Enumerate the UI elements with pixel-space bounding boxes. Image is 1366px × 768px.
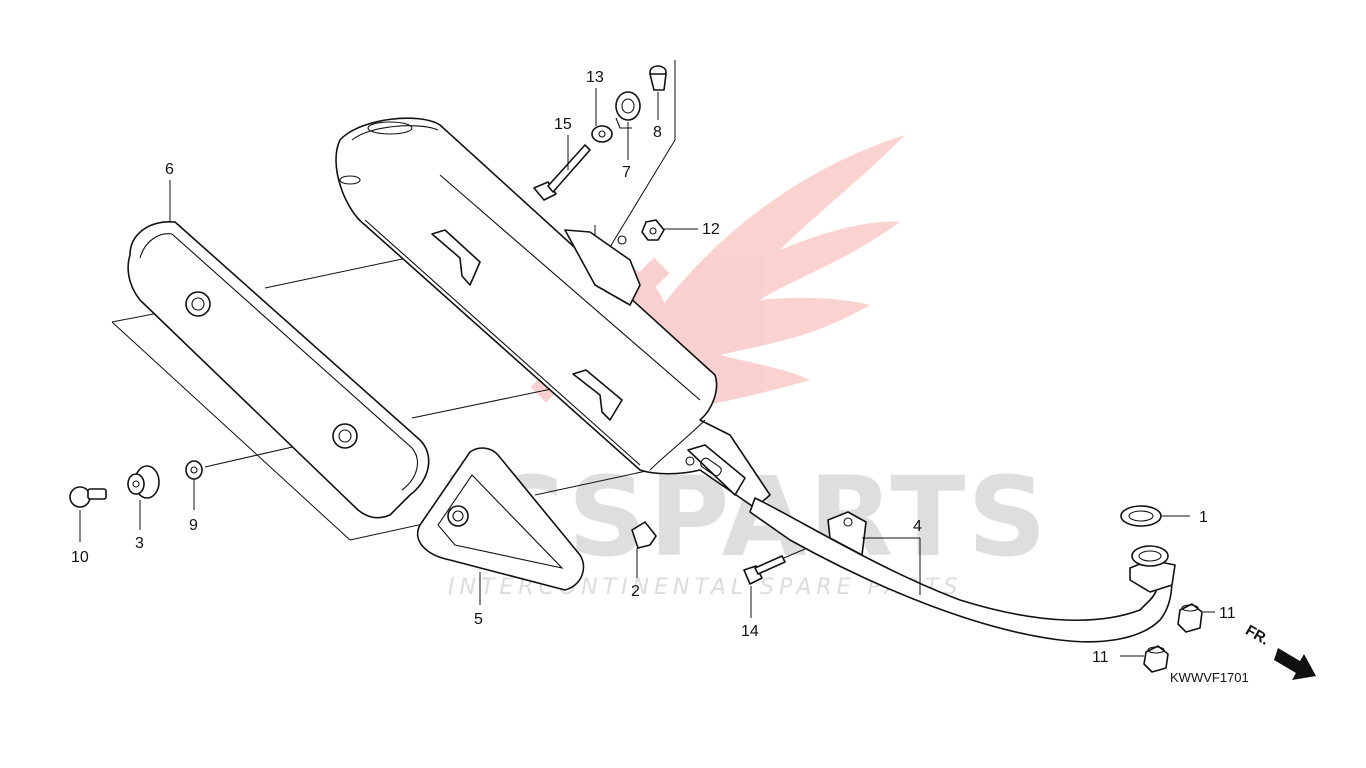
end-cover [416, 447, 585, 591]
bolt-14 [743, 555, 786, 585]
callout-5: 5 [474, 611, 483, 628]
leader-lines [79, 88, 1215, 657]
front-direction-indicator: FR. [1243, 622, 1316, 680]
bolt-15 [533, 144, 591, 201]
arrow-right-icon [1274, 648, 1316, 680]
callout-3: 3 [135, 535, 144, 552]
callout-1: 1 [1199, 509, 1208, 526]
diagram-code: KWWVF1701 [1170, 670, 1249, 685]
callout-labels: 6 10 3 9 2 5 14 4 1 11 11 15 13 7 8 12 [71, 69, 1236, 666]
nut-11-lower [1143, 645, 1169, 673]
grommet-3 [127, 465, 160, 499]
collar-9 [185, 460, 203, 480]
callout-8: 8 [653, 124, 662, 141]
callout-7: 7 [622, 164, 631, 181]
muffler-body [335, 117, 771, 509]
callout-12: 12 [702, 221, 720, 238]
callout-13: 13 [586, 69, 604, 86]
exhaust-pipe [749, 497, 1176, 643]
callout-15: 15 [554, 116, 572, 133]
heat-shield-main [127, 221, 430, 519]
direction-label: FR. [1243, 622, 1272, 649]
collar-8 [649, 65, 667, 91]
callout-14: 14 [741, 623, 759, 640]
callout-2: 2 [631, 583, 640, 600]
callout-9: 9 [189, 517, 198, 534]
bolt-10 [69, 486, 107, 508]
nut-12 [641, 219, 665, 241]
nut-11-upper [1177, 603, 1203, 633]
callout-11-upper: 11 [1219, 605, 1236, 622]
gasket-1 [1120, 505, 1162, 527]
callout-10: 10 [71, 549, 89, 566]
damper-7 [615, 91, 641, 129]
washer-13 [591, 125, 613, 143]
callout-6: 6 [165, 161, 174, 178]
callout-11-lower: 11 [1092, 649, 1109, 666]
callout-4: 4 [913, 518, 922, 535]
clip-2 [631, 521, 657, 549]
